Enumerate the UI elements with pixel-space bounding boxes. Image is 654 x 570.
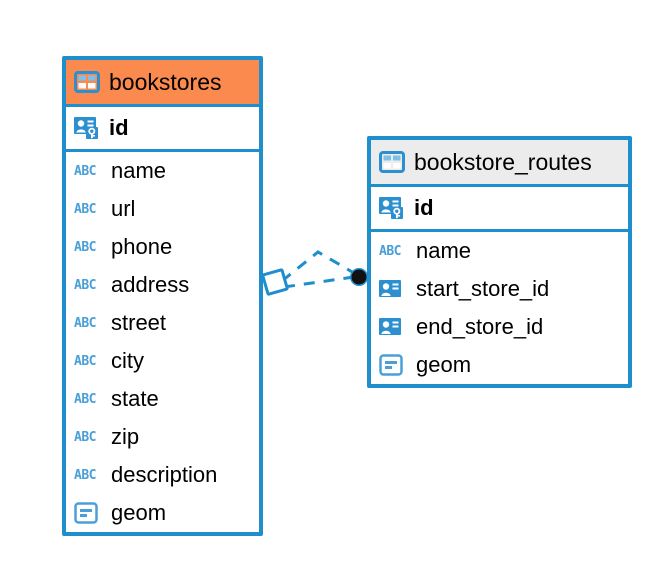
field-label: city (111, 348, 144, 373)
entity-bookstores[interactable]: bookstores id ABC name (62, 56, 263, 536)
field-row[interactable]: geom (371, 346, 628, 384)
table-icon (74, 71, 100, 93)
entity-title: bookstore_routes (414, 148, 592, 175)
field-row[interactable]: ABC address (66, 266, 259, 304)
field-label: phone (111, 234, 173, 259)
field-row[interactable]: ABC street (66, 304, 259, 342)
field-row[interactable]: start_store_id (371, 270, 628, 308)
field-label: geom (416, 352, 472, 377)
entity-bookstore-routes[interactable]: bookstore_routes id ABC (367, 136, 632, 388)
field-row[interactable]: ABC name (66, 152, 259, 190)
field-row[interactable]: ABC url (66, 190, 259, 228)
entity-header[interactable]: bookstore_routes (371, 140, 628, 187)
field-row[interactable]: ABC phone (66, 228, 259, 266)
filled-circle-marker[interactable] (350, 268, 368, 286)
text-type-icon: ABC (74, 239, 96, 255)
field-label: geom (111, 500, 167, 525)
field-row[interactable]: ABC state (66, 380, 259, 418)
foreign-key-icon (379, 317, 407, 337)
primary-key-icon (379, 196, 405, 220)
text-type-icon: ABC (74, 391, 96, 407)
foreign-key-icon (379, 279, 407, 299)
entity-title: bookstores (109, 68, 222, 95)
field-label: url (111, 196, 136, 221)
field-label: description (111, 462, 218, 487)
field-label: state (111, 386, 159, 411)
diamond-marker[interactable] (261, 268, 289, 296)
text-type-icon: ABC (74, 467, 96, 483)
field-label: address (111, 272, 190, 297)
field-label: zip (111, 424, 140, 449)
field-label: name (416, 238, 472, 263)
relationship-line-start-store[interactable] (283, 275, 355, 289)
field-row[interactable]: geom (66, 494, 259, 532)
primary-key-row[interactable]: id (371, 187, 628, 232)
text-type-icon: ABC (74, 201, 96, 217)
text-type-icon: ABC (74, 429, 96, 445)
table-icon (379, 151, 405, 173)
entity-header[interactable]: bookstores (66, 60, 259, 107)
relationship-line-end-store[interactable] (281, 250, 355, 283)
primary-key-row[interactable]: id (66, 107, 259, 152)
primary-key-icon (74, 116, 100, 140)
geometry-type-icon (74, 502, 102, 524)
field-label: id (414, 195, 434, 220)
text-type-icon: ABC (74, 163, 96, 179)
field-row[interactable]: ABC name (371, 232, 628, 270)
field-row[interactable]: ABC zip (66, 418, 259, 456)
field-row[interactable]: ABC description (66, 456, 259, 494)
text-type-icon: ABC (74, 277, 96, 293)
field-label: end_store_id (416, 314, 544, 339)
text-type-icon: ABC (379, 243, 401, 259)
field-row[interactable]: ABC city (66, 342, 259, 380)
field-label: street (111, 310, 167, 335)
text-type-icon: ABC (74, 315, 96, 331)
field-label: id (109, 115, 129, 140)
text-type-icon: ABC (74, 353, 96, 369)
field-label: name (111, 158, 167, 183)
field-row[interactable]: end_store_id (371, 308, 628, 346)
geometry-type-icon (379, 354, 407, 376)
field-label: start_store_id (416, 276, 550, 301)
